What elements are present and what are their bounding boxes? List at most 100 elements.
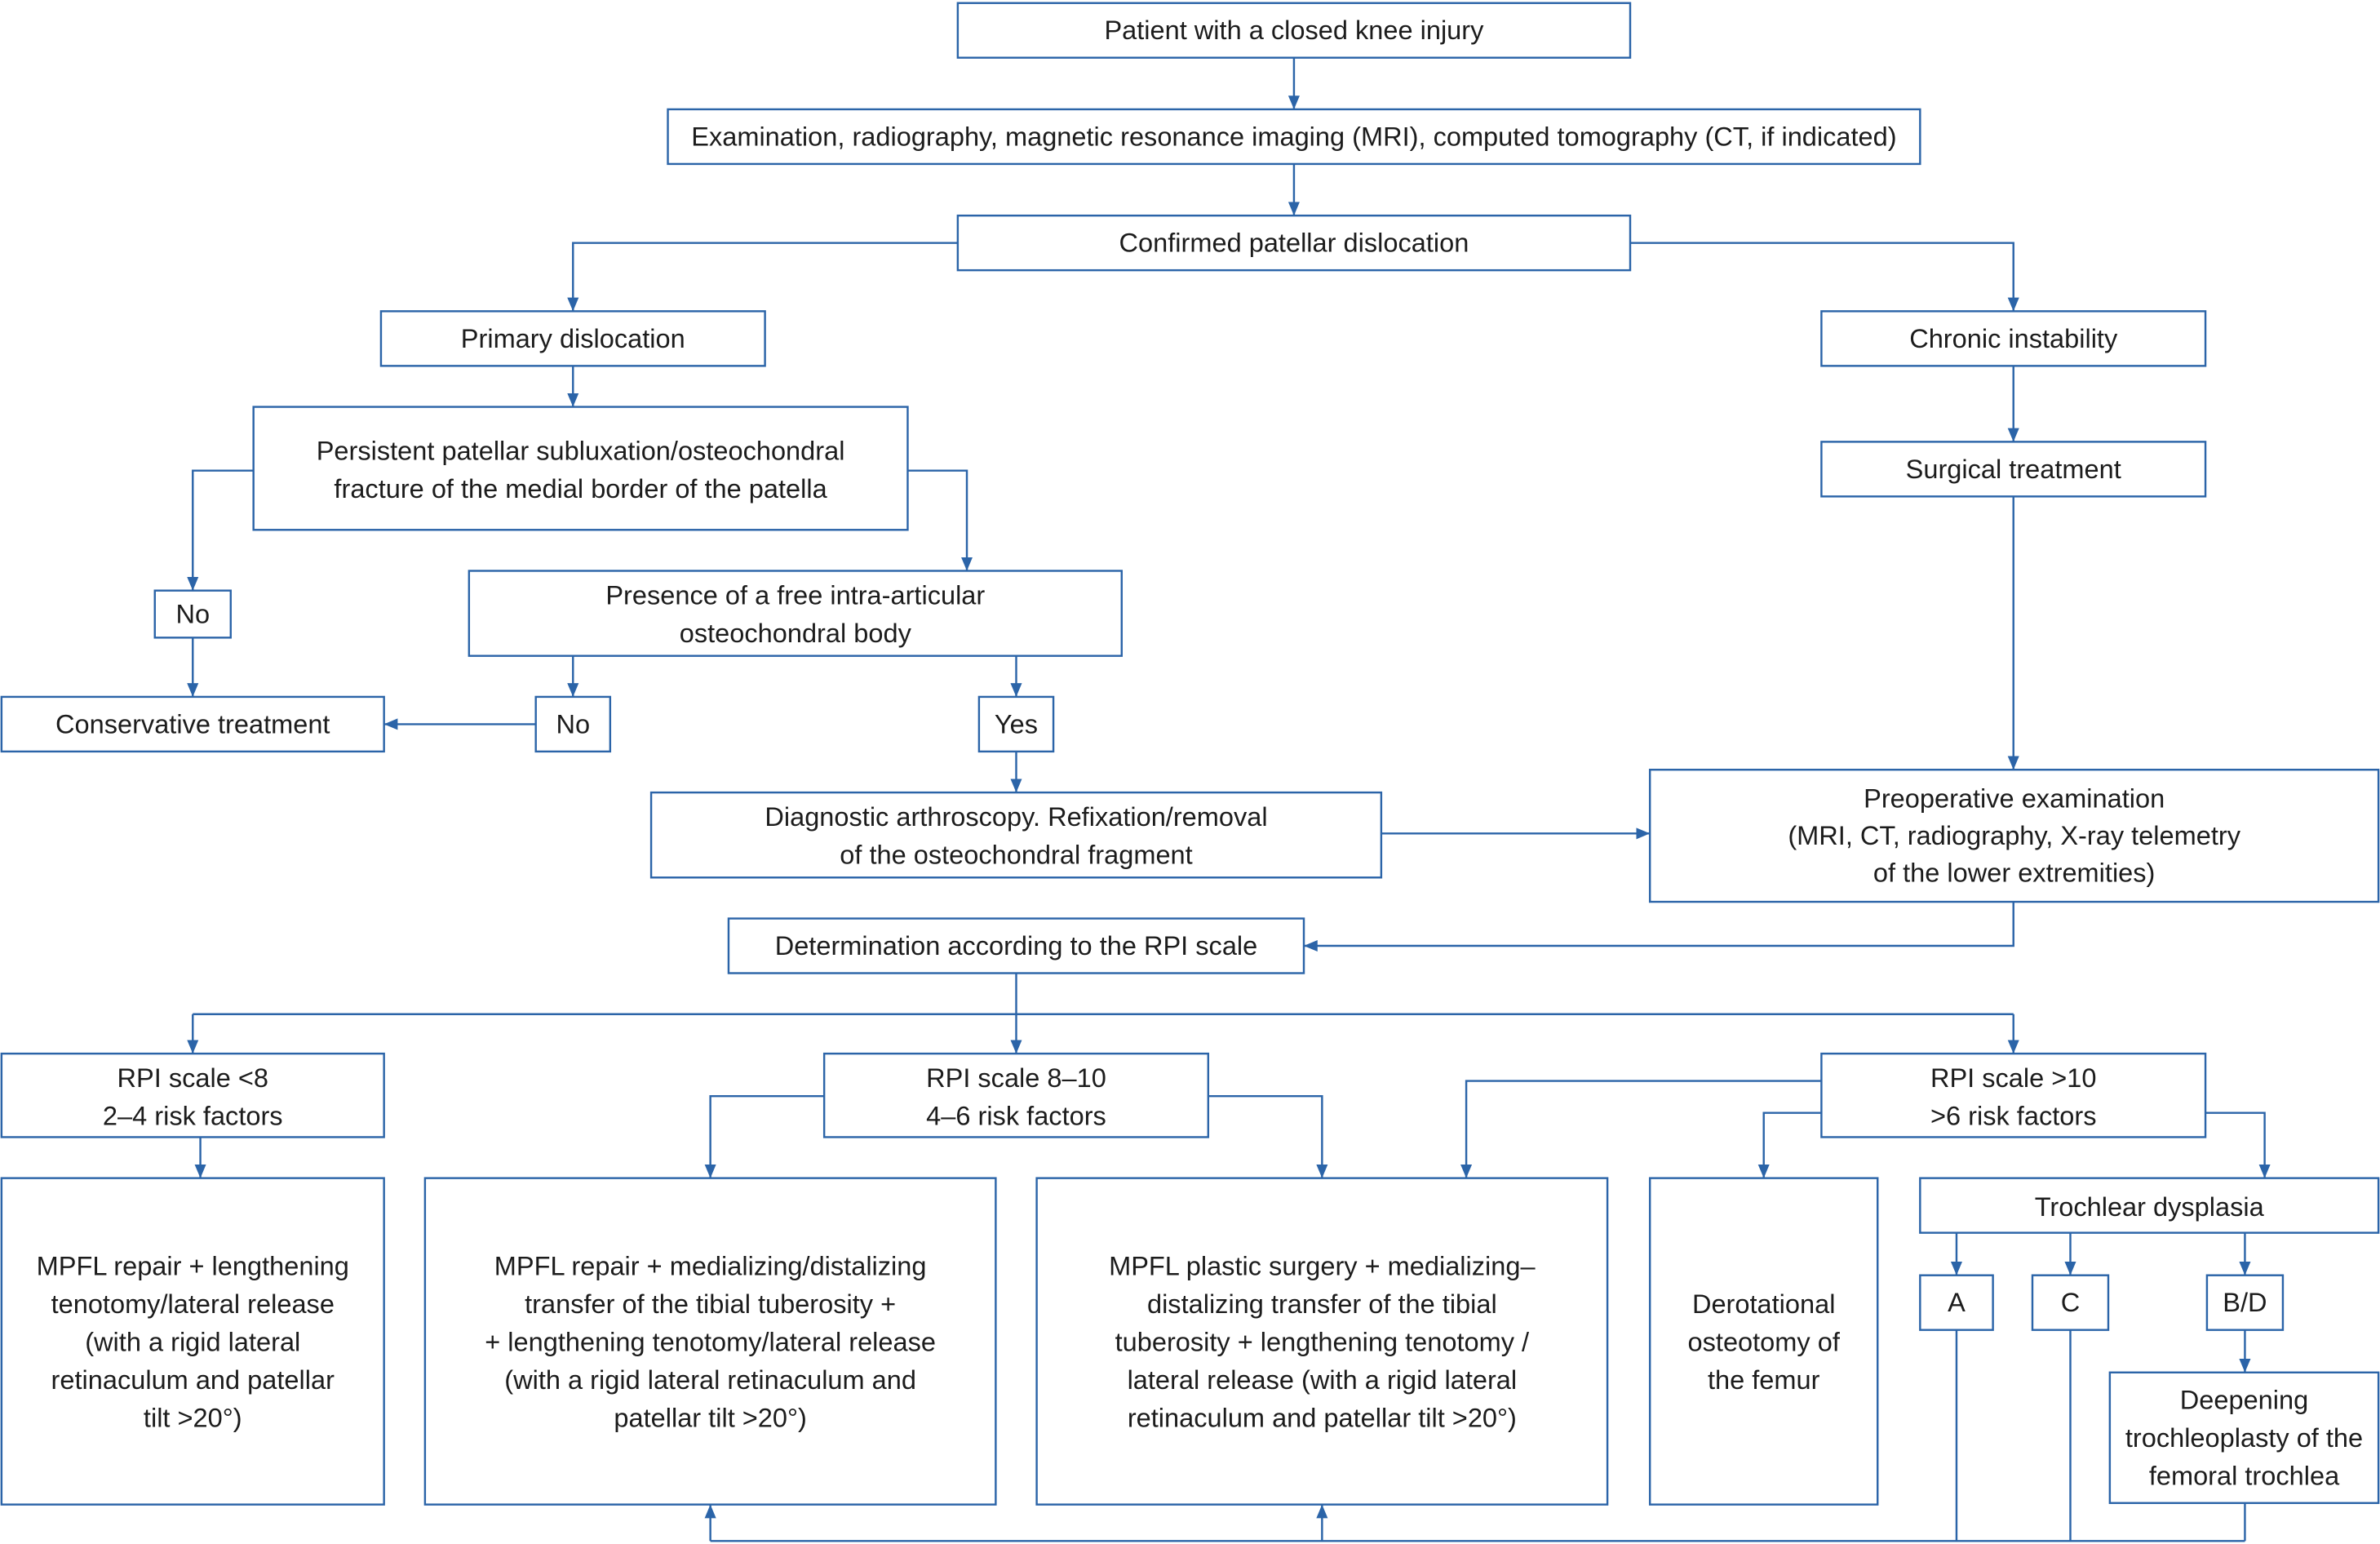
no-free-body-box: [534, 695, 612, 753]
chronic-instability-box: [1820, 310, 2207, 367]
treatment-rpi-mid-plastic-line-1: MPFL plastic surgery + medializing–: [1109, 1252, 1536, 1281]
dysplasia-type-a-node: A: [1919, 1274, 1994, 1331]
surgical-treatment-box: [1820, 441, 2207, 498]
no-subluxation-box: [153, 589, 232, 639]
rpi-determination-label: Determination according to the RPI scale: [775, 931, 1258, 961]
preoperative-examination-node: Preoperative examination (MRI, CT, radio…: [1648, 769, 2380, 903]
treatment-rpi-mid-plastic-line-2: distalizing transfer of the tibial: [1147, 1289, 1497, 1319]
persistent-subluxation-node: Persistent patellar subluxation/osteocho…: [252, 406, 909, 531]
treatment-rpi-mid-plastic-node: MPFL plastic surgery + medializing– dist…: [1035, 1177, 1609, 1506]
confirmed-dislocation-label: Confirmed patellar dislocation: [1119, 228, 1469, 258]
free-body-node: Presence of a free intra-articular osteo…: [468, 570, 1123, 657]
treatment-rpi-mid-plastic-line-4: lateral release (with a rigid lateral: [1128, 1365, 1518, 1395]
free-body-line-1: Presence of a free intra-articular: [605, 580, 985, 610]
rpi-mid-line-2: 4–6 risk factors: [926, 1101, 1106, 1130]
dysplasia-type-bd-label: B/D: [2223, 1288, 2267, 1317]
trochlear-dysplasia-box: [1919, 1177, 2380, 1234]
primary-dislocation-label: Primary dislocation: [461, 324, 685, 353]
dysplasia-type-bd-node: B/D: [2205, 1274, 2285, 1331]
primary-dislocation-node: Primary dislocation: [379, 310, 766, 367]
rpi-determination-node: Determination according to the RPI scale: [727, 917, 1305, 974]
derotational-osteotomy-line-3: the femur: [1708, 1365, 1820, 1395]
trochlear-dysplasia-node: Trochlear dysplasia: [1919, 1177, 2380, 1234]
preoperative-examination-line-2: (MRI, CT, radiography, X-ray telemetry: [1788, 821, 2240, 850]
diagnostic-arthroscopy-box: [649, 791, 1383, 879]
treatment-rpi-mid-plastic-box: [1035, 1177, 1609, 1506]
diagnostic-arthroscopy-line-1: Diagnostic arthroscopy. Refixation/remov…: [765, 802, 1267, 832]
rpi-high-line-2: >6 risk factors: [1930, 1101, 2096, 1130]
dysplasia-type-a-label: A: [1948, 1288, 1966, 1317]
arrow-persistent-to-free-body: [907, 469, 973, 571]
treatment-rpi-mid-repair-box: [423, 1177, 997, 1506]
diagnostic-arthroscopy-line-2: of the osteochondral fragment: [840, 840, 1192, 869]
arrow-mid-to-plastic: [1208, 1094, 1328, 1178]
treatment-rpi-mid-repair-line-2: transfer of the tibial tuberosity +: [525, 1289, 896, 1319]
treatment-rpi-mid-repair-line-4: (with a rigid lateral retinaculum and: [504, 1365, 916, 1395]
arrow-high-to-plastic: [1460, 1080, 1822, 1178]
chronic-instability-label: Chronic instability: [1909, 324, 2118, 353]
rpi-mid-box: [822, 1052, 1210, 1138]
rpi-low-line-2: 2–4 risk factors: [103, 1101, 283, 1130]
conservative-treatment-node: Conservative treatment: [0, 695, 385, 753]
no-free-body-label: No: [556, 709, 590, 739]
yes-free-body-box: [977, 695, 1055, 753]
treatment-rpi-low-line-1: MPFL repair + lengthening: [37, 1252, 349, 1281]
rpi-mid-node: RPI scale 8–10 4–6 risk factors: [822, 1052, 1210, 1138]
yes-free-body-node: Yes: [977, 695, 1055, 753]
surgical-treatment-label: Surgical treatment: [1906, 455, 2121, 484]
treatment-rpi-mid-repair-line-5: patellar tilt >20°): [614, 1404, 806, 1433]
arrow-high-to-trochlear: [2205, 1111, 2271, 1178]
arrow-confirmed-to-primary: [567, 242, 958, 312]
rpi-mid-line-1: RPI scale 8–10: [926, 1063, 1106, 1093]
no-free-body-node: No: [534, 695, 612, 753]
preoperative-examination-box: [1648, 769, 2380, 903]
treatment-rpi-low-node: MPFL repair + lengthening tenotomy/later…: [0, 1177, 385, 1506]
dysplasia-type-c-node: C: [2031, 1274, 2110, 1331]
confirmed-dislocation-node: Confirmed patellar dislocation: [956, 214, 1632, 272]
arrow-confirmed-to-chronic: [1629, 242, 2019, 312]
treatment-rpi-low-line-3: (with a rigid lateral: [85, 1328, 300, 1357]
treatment-rpi-low-line-4: retinaculum and patellar: [51, 1365, 335, 1395]
rpi-high-line-1: RPI scale >10: [1930, 1063, 2097, 1093]
rpi-low-node: RPI scale <8 2–4 risk factors: [0, 1052, 385, 1138]
deepening-trochleoplasty-line-2: trochleoplasty of the: [2125, 1423, 2363, 1453]
preoperative-examination-line-1: Preoperative examination: [1864, 784, 2165, 814]
persistent-subluxation-box: [252, 406, 909, 531]
treatment-rpi-mid-repair-line-3: + lengthening tenotomy/lateral release: [485, 1328, 936, 1357]
rpi-high-node: RPI scale >10 >6 risk factors: [1820, 1052, 2207, 1138]
derotational-osteotomy-box: [1648, 1177, 1879, 1506]
deepening-trochleoplasty-box: [2108, 1371, 2380, 1504]
treatment-rpi-low-line-5: tilt >20°): [144, 1404, 242, 1433]
surgical-treatment-node: Surgical treatment: [1820, 441, 2207, 498]
rpi-low-line-1: RPI scale <8: [117, 1063, 268, 1093]
arrow-preop-to-rpi: [1304, 902, 2014, 952]
dysplasia-type-c-label: C: [2061, 1288, 2081, 1317]
dysplasia-type-c-box: [2031, 1274, 2110, 1331]
conservative-treatment-label: Conservative treatment: [55, 709, 330, 739]
trochlear-dysplasia-label: Trochlear dysplasia: [2035, 1192, 2265, 1222]
arrow-high-to-derotational: [1757, 1111, 1822, 1178]
treatment-rpi-mid-plastic-line-3: tuberosity + lengthening tenotomy /: [1115, 1328, 1530, 1357]
arrow-mid-to-repair: [704, 1094, 825, 1178]
confirmed-dislocation-box: [956, 214, 1632, 272]
treatment-rpi-mid-plastic-line-5: retinaculum and patellar tilt >20°): [1128, 1404, 1517, 1433]
patient-injury-node: Patient with a closed knee injury: [956, 2, 1632, 59]
diagnostic-arthroscopy-node: Diagnostic arthroscopy. Refixation/remov…: [649, 791, 1383, 879]
derotational-osteotomy-line-2: osteotomy of: [1688, 1328, 1841, 1357]
free-body-line-2: osteochondral body: [680, 619, 912, 648]
treatment-rpi-mid-repair-line-1: MPFL repair + medializing/distalizing: [494, 1252, 927, 1281]
conservative-treatment-box: [0, 695, 385, 753]
connectors: [187, 57, 2271, 1542]
examination-box: [667, 108, 1921, 166]
treatment-rpi-low-box: [0, 1177, 385, 1506]
derotational-osteotomy-node: Derotational osteotomy of the femur: [1648, 1177, 1879, 1506]
persistent-subluxation-line-1: Persistent patellar subluxation/osteocho…: [317, 437, 845, 466]
primary-dislocation-box: [379, 310, 766, 367]
examination-node: Examination, radiography, magnetic reson…: [667, 108, 1921, 166]
deepening-trochleoplasty-node: Deepening trochleoplasty of the femoral …: [2108, 1371, 2380, 1504]
patient-injury-label: Patient with a closed knee injury: [1104, 16, 1484, 45]
dysplasia-type-bd-box: [2205, 1274, 2285, 1331]
no-subluxation-node: No: [153, 589, 232, 639]
arrow-persistent-to-no: [187, 469, 254, 591]
patient-injury-box: [956, 2, 1632, 59]
